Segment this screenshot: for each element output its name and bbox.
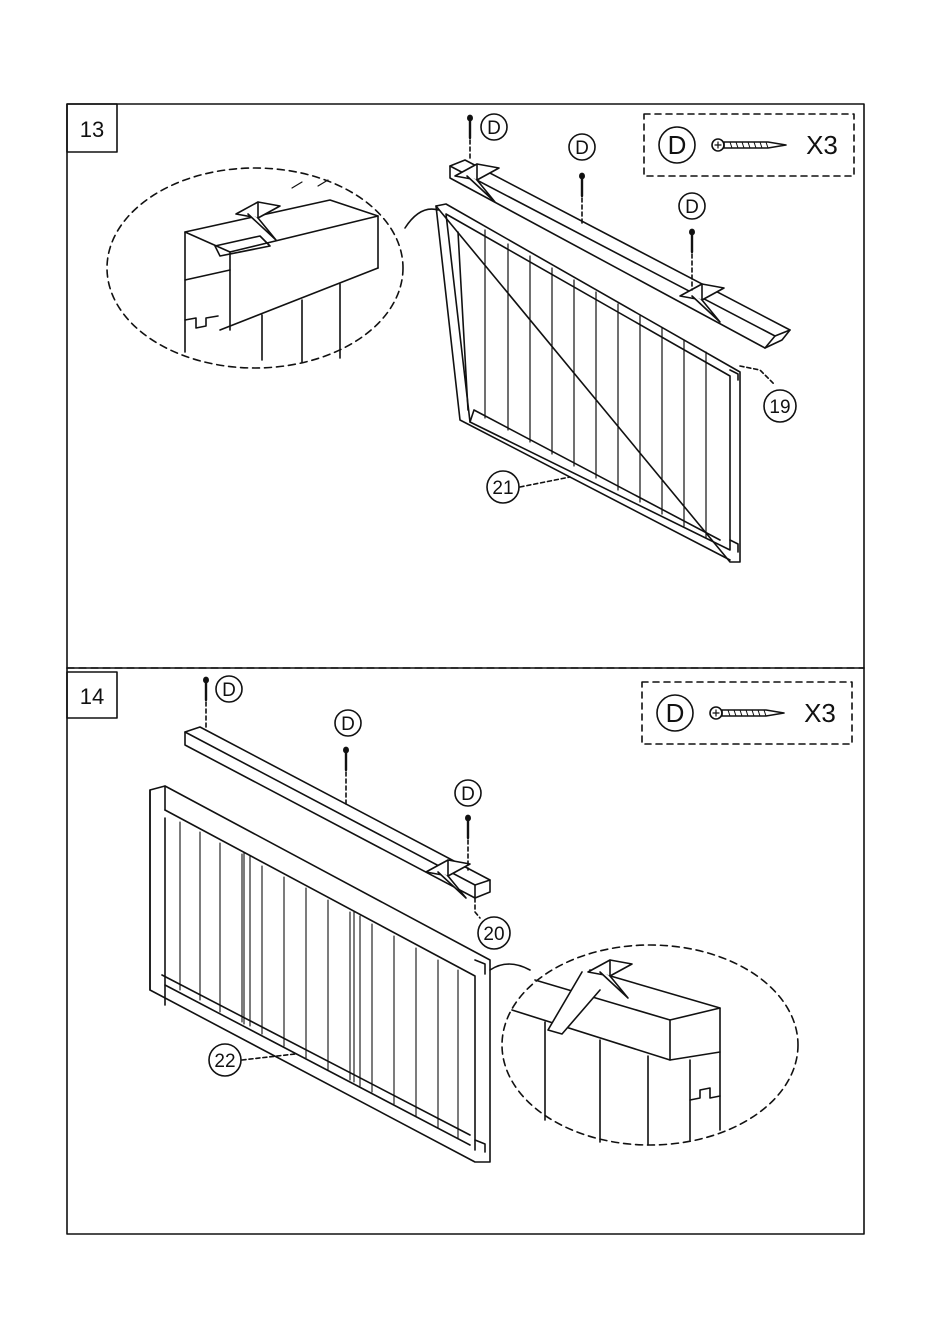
step-13-number: 13 [80, 117, 104, 142]
screw-icon [468, 115, 472, 138]
part-callout-22: 22 [214, 1051, 235, 1072]
hinge-icon [455, 164, 499, 202]
step-14-frame [67, 668, 864, 1234]
step-13-hardware-letter: D [668, 130, 687, 160]
part-callout-19: 19 [769, 397, 790, 418]
screw-icon [712, 139, 786, 151]
step-13-quantity: X3 [806, 130, 838, 160]
step-14-frame [67, 668, 864, 1234]
step-13: 13 D X3 [67, 104, 864, 668]
step-14-hardware-box: D X3 [642, 682, 852, 744]
step-14-screws [204, 677, 470, 870]
rail-19 [450, 160, 790, 348]
step-14-number: 14 [80, 684, 104, 709]
rail-20 [185, 727, 490, 898]
screw-icon [344, 747, 348, 770]
screw-label: D [222, 680, 236, 701]
hinge-icon [236, 202, 280, 240]
step-14: 14 D X3 D D [67, 668, 864, 1234]
screw-icon [466, 815, 470, 838]
part-callout-21: 21 [492, 478, 513, 499]
step-13-part-callouts: 19 21 [487, 366, 796, 503]
step-14-number-box: 14 [67, 672, 117, 718]
screw-icon [710, 707, 784, 719]
screw-label: D [487, 118, 501, 139]
panel-22 [150, 786, 490, 1162]
screw-icon [580, 173, 584, 196]
part-callout-20: 20 [483, 924, 504, 945]
step-14-hardware-letter: D [666, 698, 685, 728]
step-13-number-box: 13 [67, 104, 117, 152]
step-14-quantity: X3 [804, 698, 836, 728]
screw-label: D [685, 197, 699, 218]
screw-label: D [341, 714, 355, 735]
step-13-hardware-box: D X3 [644, 114, 854, 176]
screw-icon [204, 677, 208, 700]
screw-label: D [575, 138, 589, 159]
panel-21 [436, 204, 740, 562]
screw-label: D [461, 784, 475, 805]
screw-icon [690, 229, 694, 252]
step-14-screw-labels: D D D [216, 676, 481, 806]
step-14-hinge-detail [490, 945, 798, 1145]
step-13-hinge-detail [107, 168, 438, 368]
